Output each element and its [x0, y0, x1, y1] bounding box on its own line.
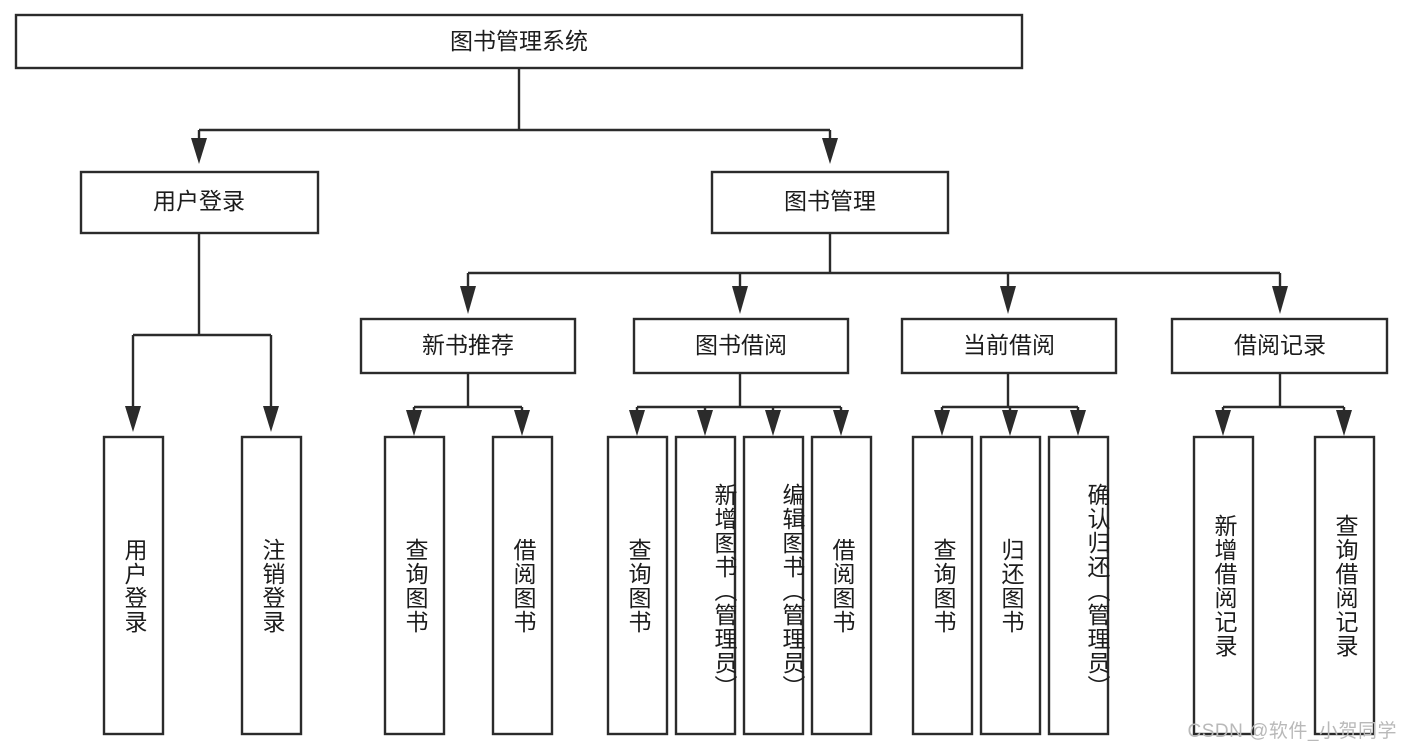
- node-borrow-record-label: 借阅记录: [1234, 332, 1326, 358]
- node-book-manage-box[interactable]: [710, 170, 950, 235]
- arrowhead-new-book-rec: [460, 286, 476, 314]
- edge-group-root: [191, 68, 838, 164]
- node-leaf-return-book-box[interactable]: [979, 435, 1042, 736]
- node-borrow-record[interactable]: 借阅记录: [1170, 317, 1389, 375]
- arrowhead-leaf-query-book-2: [629, 410, 645, 436]
- node-book-borrow-box[interactable]: [632, 317, 850, 375]
- node-leaf-borrow-book-1-box[interactable]: [491, 435, 554, 736]
- node-user-login[interactable]: 用户登录: [79, 170, 320, 235]
- node-leaf-query-book-3-box[interactable]: [911, 435, 974, 736]
- edge-group-user-login: [125, 234, 279, 432]
- node-new-book-rec-box[interactable]: [359, 317, 577, 375]
- node-root[interactable]: 图书管理系统: [14, 13, 1024, 70]
- node-leaf-user-login-box[interactable]: [102, 435, 165, 736]
- arrowhead-leaf-confirm-return: [1070, 410, 1086, 436]
- arrowhead-book-borrow: [732, 286, 748, 314]
- edge-group-borrow-record: [1215, 373, 1352, 436]
- node-leaf-edit-book-box[interactable]: [742, 435, 805, 736]
- arrowhead-leaf-borrow-book-1: [514, 410, 530, 436]
- node-book-manage[interactable]: 图书管理: [710, 170, 950, 235]
- arrowhead-user-login: [191, 138, 207, 164]
- edge-group-current-borrow: [934, 373, 1086, 436]
- node-leaf-query-book-1-box[interactable]: [383, 435, 446, 736]
- node-root-label: 图书管理系统: [450, 28, 588, 54]
- node-leaf-add-record-box[interactable]: [1192, 435, 1255, 736]
- node-new-book-rec[interactable]: 新书推荐: [359, 317, 577, 375]
- arrowhead-leaf-return-book: [1002, 410, 1018, 436]
- arrowhead-borrow-record: [1272, 286, 1288, 314]
- arrowhead-leaf-borrow-book-2: [833, 410, 849, 436]
- node-current-borrow-label: 当前借阅: [963, 332, 1055, 358]
- node-leaf-query-record-box[interactable]: [1313, 435, 1376, 736]
- node-book-borrow-label: 图书借阅: [695, 332, 787, 358]
- node-borrow-record-box[interactable]: [1170, 317, 1389, 375]
- arrowhead-current-borrow: [1000, 286, 1016, 314]
- arrowhead-leaf-add-record: [1215, 410, 1231, 436]
- arrowhead-leaf-query-book-3: [934, 410, 950, 436]
- arrowhead-book-manage: [822, 138, 838, 164]
- watermark-text: CSDN @软件_小贺同学: [1187, 721, 1397, 742]
- edge-group-book-borrow: [629, 373, 849, 436]
- edge-group-book-manage: [460, 232, 1288, 314]
- arrowhead-leaf-user-login: [125, 406, 141, 432]
- node-new-book-rec-label: 新书推荐: [422, 332, 514, 358]
- node-current-borrow[interactable]: 当前借阅: [900, 317, 1118, 375]
- node-current-borrow-box[interactable]: [900, 317, 1118, 375]
- node-book-manage-label: 图书管理: [784, 188, 876, 214]
- node-root-box[interactable]: [14, 13, 1024, 70]
- node-leaf-logout-box[interactable]: [240, 435, 303, 736]
- arrowhead-leaf-logout: [263, 406, 279, 432]
- edge-group-new-book-rec: [406, 373, 530, 436]
- node-user-login-box[interactable]: [79, 170, 320, 235]
- node-leaf-query-book-2-box[interactable]: [606, 435, 669, 736]
- leaf-box-group: [102, 435, 1376, 736]
- node-leaf-add-book-box[interactable]: [674, 435, 737, 736]
- node-leaf-borrow-book-2-box[interactable]: [810, 435, 873, 736]
- arrowhead-leaf-query-book-1: [406, 410, 422, 436]
- arrowhead-leaf-query-record: [1336, 410, 1352, 436]
- node-user-login-label: 用户登录: [153, 188, 245, 214]
- arrowhead-leaf-edit-book: [765, 410, 781, 436]
- node-book-borrow[interactable]: 图书借阅: [632, 317, 850, 375]
- node-leaf-confirm-return-box[interactable]: [1047, 435, 1110, 736]
- arrowhead-leaf-add-book: [697, 410, 713, 436]
